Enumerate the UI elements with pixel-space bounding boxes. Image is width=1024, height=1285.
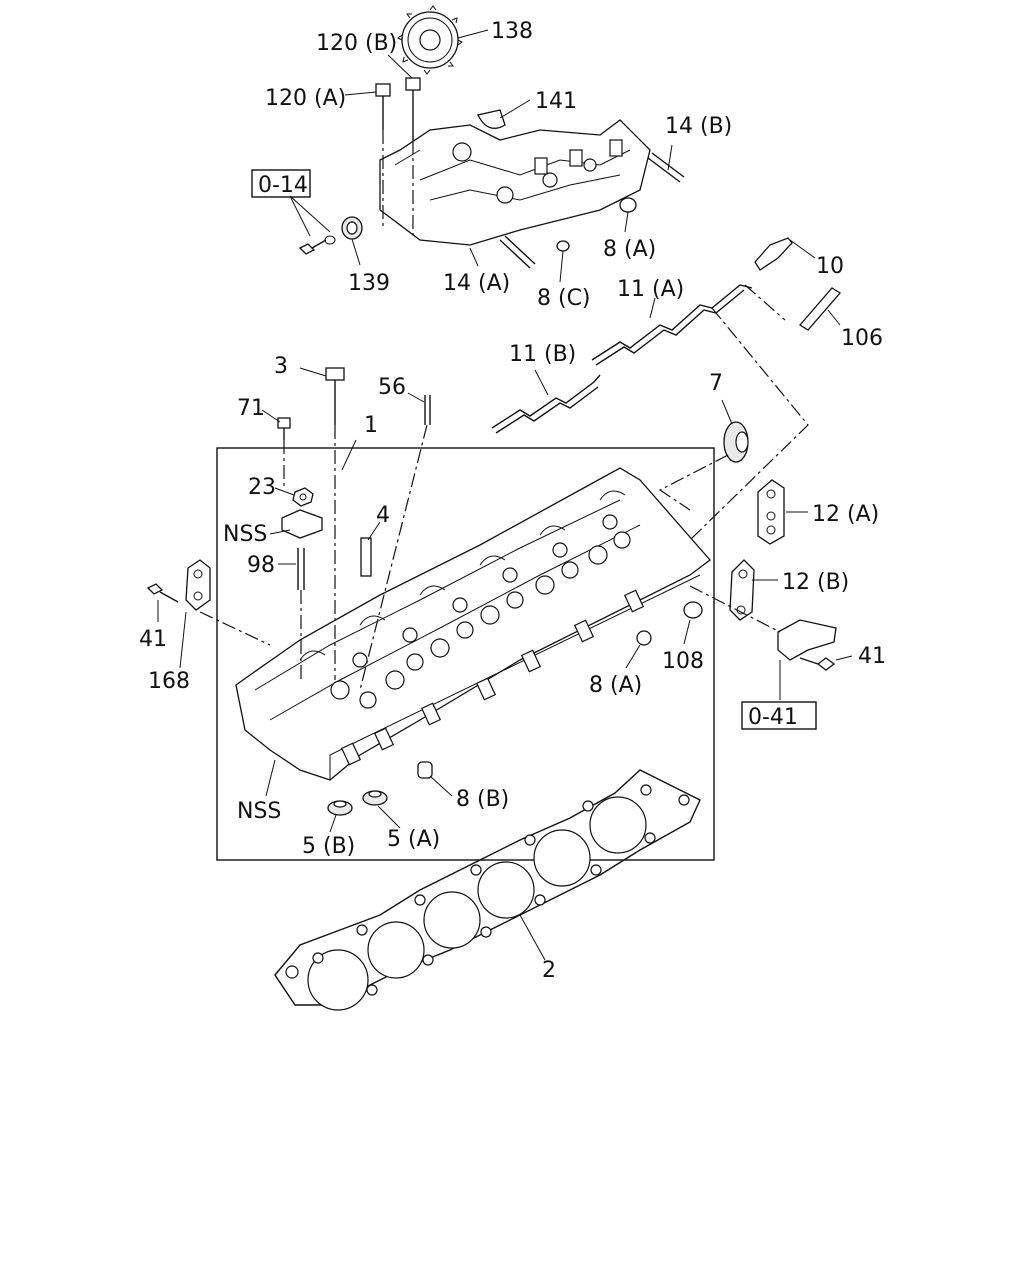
half-moon-seal-141 xyxy=(477,109,506,129)
label-14b: 14 (B) xyxy=(665,114,732,139)
stud-56 xyxy=(359,395,431,691)
label-41-right: 41 xyxy=(858,644,886,669)
label-7: 7 xyxy=(709,371,723,396)
label-71: 71 xyxy=(237,396,265,421)
pipe-11a xyxy=(591,284,753,361)
label-2: 2 xyxy=(542,958,556,983)
label-3: 3 xyxy=(274,354,288,379)
label-nss-bottom: NSS xyxy=(237,799,281,824)
label-8b: 8 (B) xyxy=(456,787,509,812)
seal-5a xyxy=(362,790,388,806)
stud-14a xyxy=(499,235,536,269)
label-10: 10 xyxy=(816,254,844,279)
valve-holes xyxy=(330,514,631,709)
label-11b: 11 (B) xyxy=(509,342,576,367)
label-8a-mid: 8 (A) xyxy=(589,673,642,698)
label-12b: 12 (B) xyxy=(782,570,849,595)
plug-108 xyxy=(683,601,703,619)
plug-8b xyxy=(417,761,433,779)
bolt-41-right xyxy=(799,657,836,671)
gear-138 xyxy=(397,5,463,75)
label-8a-top: 8 (A) xyxy=(603,237,656,262)
label-138: 138 xyxy=(491,19,533,44)
label-4: 4 xyxy=(376,503,390,528)
label-8c: 8 (C) xyxy=(537,286,591,311)
side-ports xyxy=(340,589,645,766)
label-11a: 11 (A) xyxy=(617,277,684,302)
label-1: 1 xyxy=(364,413,378,438)
plug-8a-top xyxy=(619,197,637,213)
label-nss-top: NSS xyxy=(223,522,267,547)
bolt-120b xyxy=(405,77,421,235)
label-108: 108 xyxy=(662,649,704,674)
plug-8c xyxy=(556,240,570,252)
bracket-12a xyxy=(757,479,785,545)
label-106: 106 xyxy=(841,326,883,351)
label-23: 23 xyxy=(248,475,276,500)
label-5a: 5 (A) xyxy=(387,827,440,852)
seal-7 xyxy=(723,421,749,463)
label-14a: 14 (A) xyxy=(443,271,510,296)
bolt-0-14 xyxy=(298,235,336,255)
pipe-11b xyxy=(491,374,601,429)
label-98: 98 xyxy=(247,553,275,578)
ref-box-0-14 xyxy=(251,169,311,198)
label-56: 56 xyxy=(378,375,406,400)
bracket-168 xyxy=(185,559,211,611)
injector-10 xyxy=(754,237,793,271)
assembly-frame xyxy=(216,447,715,861)
ref-box-0-41 xyxy=(741,701,817,730)
bolt-41-left xyxy=(146,583,179,603)
bolt-71 xyxy=(277,417,291,490)
nut-23 xyxy=(292,487,314,507)
label-141: 141 xyxy=(535,89,577,114)
label-5b: 5 (B) xyxy=(302,834,355,859)
stud-14b xyxy=(647,152,685,183)
bracket-nss xyxy=(281,509,323,539)
bracket-0-41 xyxy=(777,619,837,661)
stud-98 xyxy=(297,548,305,680)
bolt-106 xyxy=(799,287,841,331)
upper-head-section xyxy=(289,5,685,283)
label-41-left: 41 xyxy=(139,627,167,652)
seal-5b xyxy=(327,800,353,816)
plug-8a-mid xyxy=(636,630,652,646)
seal-139 xyxy=(341,216,363,240)
label-139: 139 xyxy=(348,271,390,296)
pin-4 xyxy=(360,537,372,577)
bracket-12b xyxy=(729,559,755,621)
label-12a: 12 (A) xyxy=(812,502,879,527)
label-168: 168 xyxy=(148,669,190,694)
bolt-3 xyxy=(325,367,345,680)
cylinder-head-1 xyxy=(235,467,711,781)
label-0-14: 0-14 xyxy=(258,173,308,198)
head-gasket-2 xyxy=(274,769,701,1011)
label-120b: 120 (B) xyxy=(316,31,397,56)
label-0-41: 0-41 xyxy=(748,705,798,730)
label-120a: 120 (A) xyxy=(265,86,346,111)
bolt-120a xyxy=(375,83,391,230)
injector-pipes xyxy=(491,237,841,561)
